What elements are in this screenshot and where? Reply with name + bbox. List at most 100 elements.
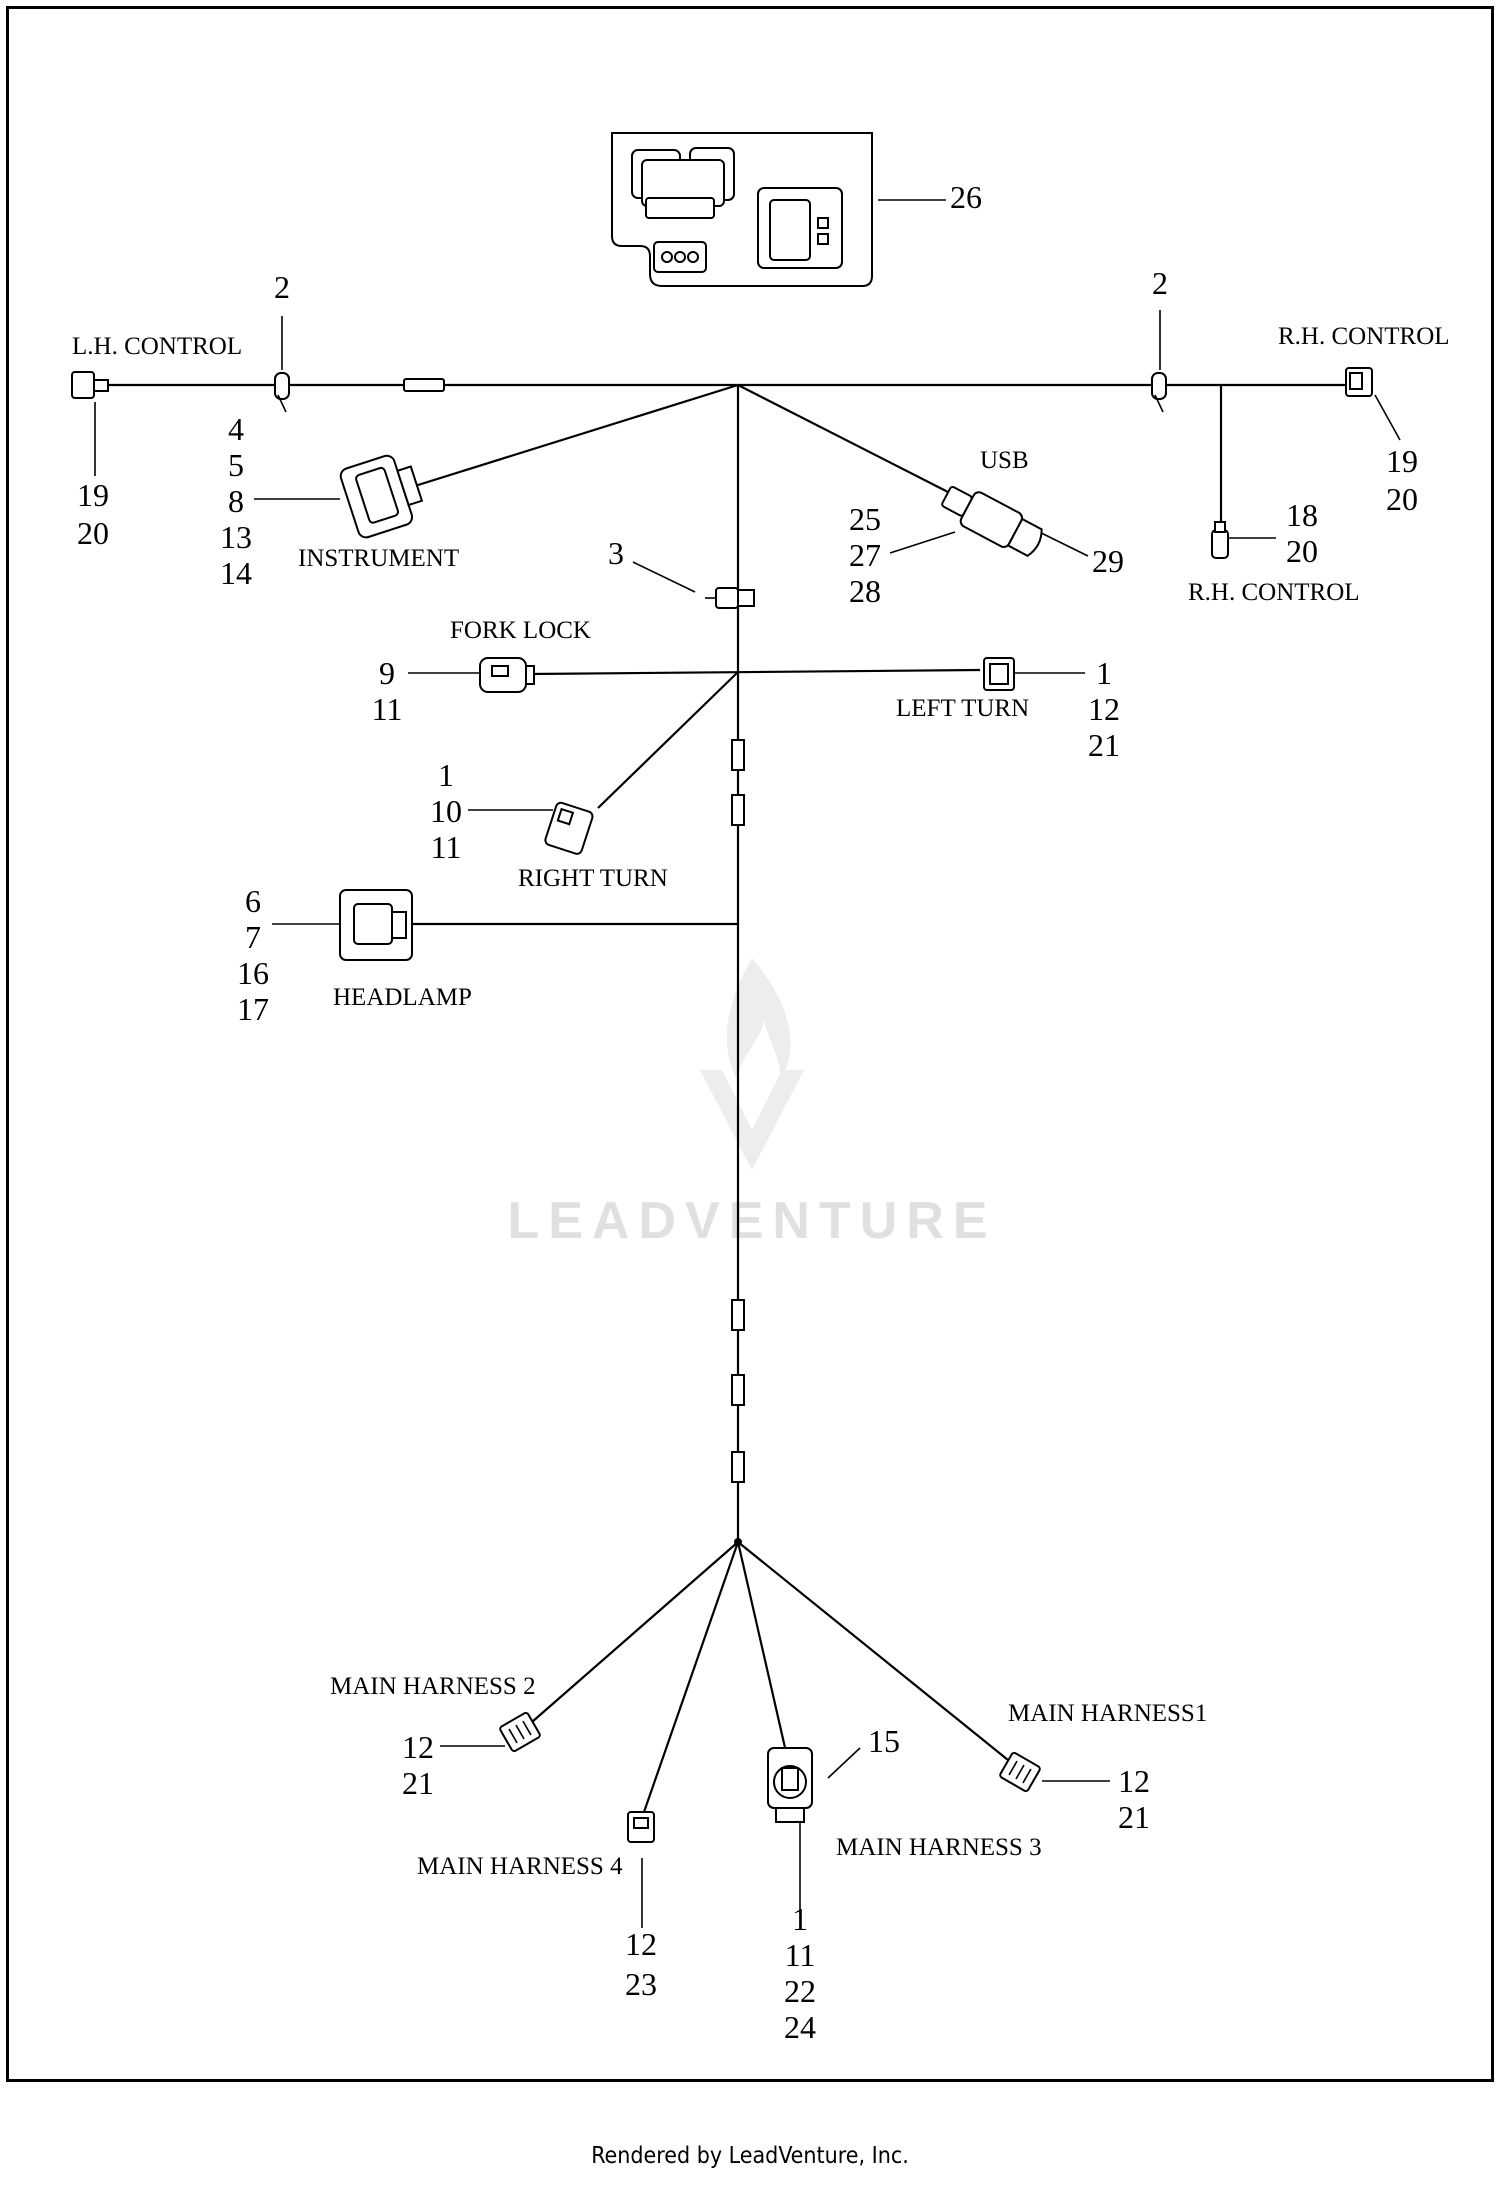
callout-number: 25 — [849, 501, 881, 537]
callout-number: 12 — [402, 1729, 434, 1765]
callout-number: 1 — [1096, 655, 1112, 691]
callout-number: 1 — [792, 1901, 808, 1937]
main-harness-1-connector[interactable] — [999, 1751, 1041, 1793]
callout-number: 26 — [950, 179, 982, 215]
callout-2-right: 2 — [1152, 265, 1168, 301]
callout-number: 9 — [379, 655, 395, 691]
label-instrument: INSTRUMENT — [298, 545, 459, 572]
callout-number: 29 — [1092, 543, 1124, 579]
harness-wires — [88, 383, 1350, 1813]
callout-number: 20 — [1386, 481, 1418, 517]
callout-26: 26 — [950, 179, 982, 215]
callout-number: 20 — [77, 515, 109, 551]
callout-number: 21 — [1088, 727, 1120, 763]
clip-2-left[interactable] — [274, 372, 290, 413]
main-harness-3-connector[interactable] — [767, 1747, 813, 1823]
callout-number: 7 — [245, 919, 261, 955]
callout-number: 2 — [274, 269, 290, 305]
callout-number: 24 — [784, 2009, 816, 2045]
label-main-harness-2: MAIN HARNESS 2 — [330, 1673, 536, 1700]
instrument-connector[interactable] — [339, 449, 428, 539]
grommet-3[interactable] — [705, 587, 755, 609]
usb-connector[interactable] — [937, 479, 1047, 561]
component-labels: L.H. CONTROL R.H. CONTROL INSTRUMENT USB… — [72, 323, 1450, 1880]
lh-control-connector[interactable] — [71, 371, 109, 399]
headlamp-connector[interactable] — [339, 889, 413, 961]
callout-number: 11 — [431, 829, 462, 865]
callout-15: 15 — [868, 1723, 900, 1759]
callout-number: 27 — [849, 537, 881, 573]
main-harness-2-connector[interactable] — [499, 1711, 541, 1753]
callout-number: 19 — [77, 477, 109, 513]
callout-number: 8 — [228, 483, 244, 519]
callout-number: 21 — [1118, 1799, 1150, 1835]
callout-number: 11 — [785, 1937, 816, 1973]
module-26[interactable] — [611, 132, 873, 287]
rh-control-top-connector[interactable] — [1345, 367, 1373, 397]
callout-2-left: 2 — [274, 269, 290, 305]
callout-number: 3 — [608, 535, 624, 571]
label-fork-lock: FORK LOCK — [450, 617, 591, 644]
callout-number: 2 — [1152, 265, 1168, 301]
callout-number: 16 — [237, 955, 269, 991]
diagram-frame — [6, 6, 1494, 2082]
callout-number: 12 — [625, 1926, 657, 1962]
callout-number: 18 — [1286, 497, 1318, 533]
callout-number: 12 — [1088, 691, 1120, 727]
label-headlamp: HEADLAMP — [333, 984, 472, 1011]
watermark-flame-logo — [700, 958, 804, 1170]
label-main-harness-3: MAIN HARNESS 3 — [836, 1834, 1042, 1861]
label-usb: USB — [980, 447, 1029, 474]
callout-number: 22 — [784, 1973, 816, 2009]
label-right-turn: RIGHT TURN — [518, 865, 668, 892]
label-rh-control-mid: R.H. CONTROL — [1188, 579, 1360, 606]
rh-control-mid-connector[interactable] — [1211, 521, 1229, 559]
left-turn-connector[interactable] — [983, 657, 1015, 691]
trunk-sleeves — [731, 739, 745, 1483]
label-left-turn: LEFT TURN — [896, 695, 1029, 722]
callout-number: 12 — [1118, 1763, 1150, 1799]
callout-number: 23 — [625, 1966, 657, 2002]
callout-number: 11 — [372, 691, 403, 727]
callout-number: 4 — [228, 411, 244, 447]
label-main-harness-1: MAIN HARNESS1 — [1008, 1700, 1207, 1727]
leader-lines — [94, 199, 1401, 1928]
callout-number: 1 — [438, 757, 454, 793]
callout-number: 17 — [237, 991, 269, 1027]
callout-number: 15 — [868, 1723, 900, 1759]
callout-number: 19 — [1386, 443, 1418, 479]
label-rh-control-top: R.H. CONTROL — [1278, 323, 1450, 350]
callout-number: 6 — [245, 883, 261, 919]
fork-lock-connector[interactable] — [479, 657, 535, 693]
wire-sleeve — [403, 378, 445, 392]
callout-number: 10 — [430, 793, 462, 829]
callout-number: 28 — [849, 573, 881, 609]
label-main-harness-4: MAIN HARNESS 4 — [417, 1853, 623, 1880]
clip-2-right[interactable] — [1151, 372, 1167, 413]
label-lh-control: L.H. CONTROL — [72, 333, 242, 360]
callout-number: 5 — [228, 447, 244, 483]
callout-number: 21 — [402, 1765, 434, 1801]
watermark-text: LEADVENTURE — [507, 1192, 996, 1250]
main-harness-4-connector[interactable] — [627, 1811, 655, 1843]
callout-number: 13 — [220, 519, 252, 555]
footer-credit: Rendered by LeadVenture, Inc. — [591, 2143, 909, 2169]
callout-usb-cap: 29 — [1092, 543, 1124, 579]
watermark: LEADVENTURE — [507, 958, 996, 1250]
right-turn-connector[interactable] — [544, 801, 594, 856]
